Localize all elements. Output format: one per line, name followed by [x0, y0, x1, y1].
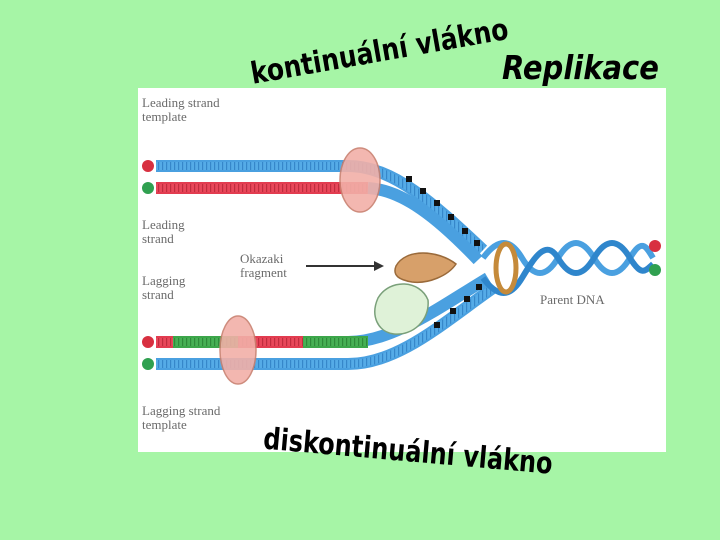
end-dot-red	[142, 160, 154, 172]
leading-polymerase	[339, 147, 381, 213]
dna-replication-figure: Leading strand template Leading strand L…	[138, 88, 666, 452]
lagging-clamp	[219, 315, 257, 385]
parent-dna-helix	[480, 240, 656, 296]
slide-title: Replikace	[502, 47, 659, 87]
annotation-continuous-strand: kontinuální vlákno	[247, 11, 511, 92]
label-okazaki: Okazaki fragment	[240, 251, 287, 280]
label-leading-template: Leading strand template	[142, 95, 220, 124]
label-leading-strand: Leading strand	[142, 217, 185, 246]
primase	[394, 252, 458, 284]
label-parent-dna: Parent DNA	[540, 292, 605, 307]
ssb-proteins	[406, 176, 482, 328]
label-lagging-strand: Lagging strand	[142, 273, 186, 302]
label-lagging-template: Lagging strand template	[142, 403, 221, 432]
dna-replication-illustration	[142, 147, 661, 385]
end-dot-green	[142, 182, 154, 194]
helicase-ring	[493, 241, 519, 295]
lagging-polymerase	[374, 283, 429, 335]
